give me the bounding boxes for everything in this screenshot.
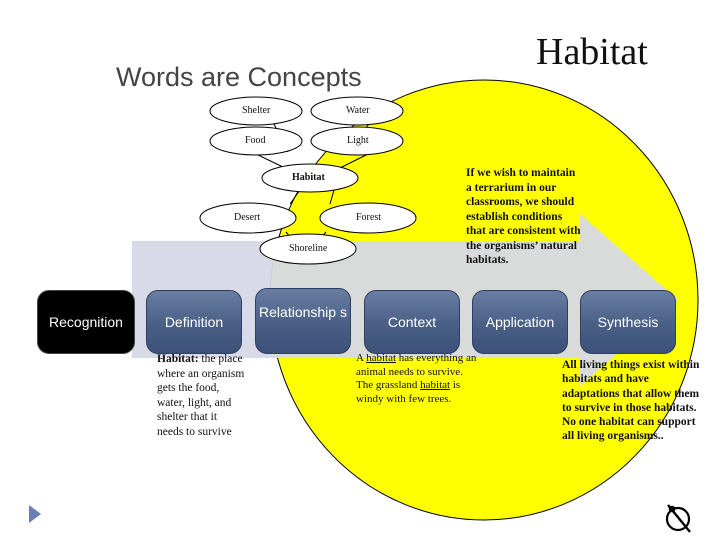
oval-desert [199,202,297,234]
synthesis-text: All living things exist within habitats … [562,359,700,443]
stage-relationships: Relationship s [255,288,351,354]
stage-application: Application [472,290,568,354]
stage-context: Context [364,290,460,354]
play-triangle-icon[interactable] [28,504,42,524]
oval-food [209,126,303,156]
terrarium-note: If we wish to maintain a terrarium in ou… [466,167,581,266]
oval-label-habitat: Habitat [292,172,325,183]
stage-recognition: Recognition [37,290,135,354]
context-text: A habitat has everything an animal needs… [356,352,477,405]
oval-forest [319,202,417,234]
oval-shoreline [259,233,357,265]
oval-label-food: Food [245,135,266,146]
oval-shelter [209,96,303,126]
oval-label-water: Water [346,105,370,116]
definition-text: Habitat: the place where an organism get… [157,353,245,438]
no-symbol-icon [665,504,691,533]
oval-water [310,96,404,126]
page-title: Habitat [536,31,648,73]
oval-label-light: Light [347,135,369,146]
page-subtitle: Words are Concepts [116,62,362,92]
oval-label-shoreline: Shoreline [289,243,328,254]
stage-synthesis: Synthesis [580,290,676,354]
oval-label-forest: Forest [356,212,381,223]
oval-light [310,126,404,156]
oval-habitat [261,163,359,193]
stage-definition: Definition [146,290,242,354]
oval-label-desert: Desert [234,212,261,223]
oval-label-shelter: Shelter [242,105,271,116]
